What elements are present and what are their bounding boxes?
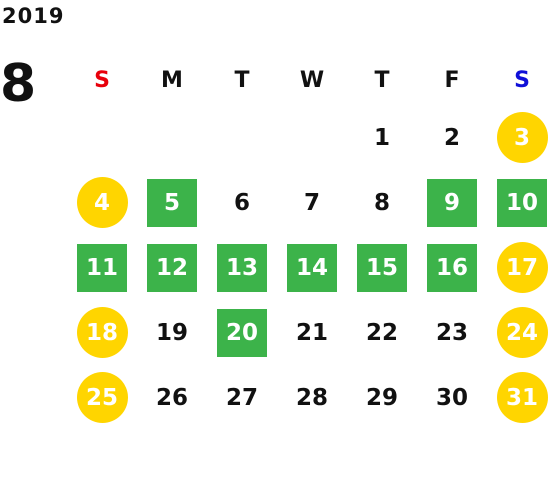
- calendar-cell: 29: [347, 365, 417, 430]
- calendar-cell: [67, 105, 137, 170]
- calendar-day[interactable]: 16: [427, 243, 477, 292]
- calendar-cell: 11: [67, 235, 137, 300]
- calendar-cell: 4: [67, 170, 137, 235]
- weekday-header-saturday: S: [514, 67, 530, 93]
- calendar-cell: 25: [67, 365, 137, 430]
- calendar-cell: 12: [137, 235, 207, 300]
- calendar-day[interactable]: 24: [496, 307, 548, 358]
- calendar-day[interactable]: 4: [76, 177, 128, 228]
- calendar-cell: [137, 105, 207, 170]
- calendar-cell: 28: [277, 365, 347, 430]
- calendar-day[interactable]: 15: [357, 243, 407, 292]
- weekday-header-monday: M: [161, 67, 183, 93]
- calendar-cell: 24: [487, 300, 548, 365]
- calendar-cell: 21: [277, 300, 347, 365]
- calendar-day[interactable]: 14: [287, 243, 337, 292]
- calendar-day[interactable]: 20: [217, 308, 267, 357]
- calendar-day[interactable]: 5: [147, 178, 197, 227]
- weekday-header-friday: F: [444, 67, 460, 93]
- weekday-header-sunday: S: [94, 67, 110, 93]
- calendar-cell: 23: [417, 300, 487, 365]
- calendar-day[interactable]: 9: [427, 178, 477, 227]
- calendar-day-empty: [147, 113, 197, 163]
- calendar-day[interactable]: 29: [365, 384, 398, 411]
- calendar-cell: 18: [67, 300, 137, 365]
- calendar-cell: 22: [347, 300, 417, 365]
- calendar-cell: 10: [487, 170, 548, 235]
- calendar-cell: 26: [137, 365, 207, 430]
- calendar-cell: [207, 105, 277, 170]
- calendar-day-empty: [287, 113, 337, 163]
- calendar-day[interactable]: 1: [373, 124, 390, 151]
- calendar-day[interactable]: 11: [77, 243, 127, 292]
- calendar-day[interactable]: 6: [233, 189, 250, 216]
- calendar-day[interactable]: 18: [76, 307, 128, 358]
- calendar-day[interactable]: 19: [155, 319, 188, 346]
- calendar-cell: 6: [207, 170, 277, 235]
- calendar-cell: 1: [347, 105, 417, 170]
- calendar-cell: 14: [277, 235, 347, 300]
- month-number: 8: [0, 54, 37, 114]
- calendar-day[interactable]: 22: [365, 319, 398, 346]
- calendar-cell: 17: [487, 235, 548, 300]
- weekday-header-thursday: T: [374, 67, 390, 93]
- calendar-day[interactable]: 27: [225, 384, 258, 411]
- calendar-cell: 31: [487, 365, 548, 430]
- calendar-cell: 15: [347, 235, 417, 300]
- calendar-day[interactable]: 10: [497, 178, 547, 227]
- calendar-cell: 5: [137, 170, 207, 235]
- calendar-cell: 9: [417, 170, 487, 235]
- calendar-day[interactable]: 12: [147, 243, 197, 292]
- calendar-cell: 8: [347, 170, 417, 235]
- calendar-day[interactable]: 17: [496, 242, 548, 293]
- calendar-day[interactable]: 21: [295, 319, 328, 346]
- calendar-cell: 2: [417, 105, 487, 170]
- calendar-day[interactable]: 26: [155, 384, 188, 411]
- calendar-day-empty: [77, 113, 127, 163]
- calendar-cell: 13: [207, 235, 277, 300]
- calendar-day[interactable]: 31: [496, 372, 548, 423]
- weekday-header-tuesday: T: [234, 67, 250, 93]
- calendar-day[interactable]: 7: [303, 189, 320, 216]
- calendar-day[interactable]: 13: [217, 243, 267, 292]
- calendar-day[interactable]: 2: [443, 124, 460, 151]
- calendar-cell: 30: [417, 365, 487, 430]
- calendar-cell: 19: [137, 300, 207, 365]
- calendar-day[interactable]: 23: [435, 319, 468, 346]
- calendar-cell: 3: [487, 105, 548, 170]
- calendar-day[interactable]: 8: [373, 189, 390, 216]
- calendar-day[interactable]: 30: [435, 384, 468, 411]
- calendar-day[interactable]: 3: [496, 112, 548, 163]
- weekday-header-wednesday: W: [299, 67, 325, 93]
- calendar-cell: 20: [207, 300, 277, 365]
- calendar-cell: 27: [207, 365, 277, 430]
- calendar-day[interactable]: 28: [295, 384, 328, 411]
- year-label: 2019: [2, 4, 65, 28]
- calendar-cell: 7: [277, 170, 347, 235]
- calendar-day[interactable]: 25: [76, 372, 128, 423]
- calendar-day-empty: [217, 113, 267, 163]
- calendar-cell: 16: [417, 235, 487, 300]
- calendar-cell: [277, 105, 347, 170]
